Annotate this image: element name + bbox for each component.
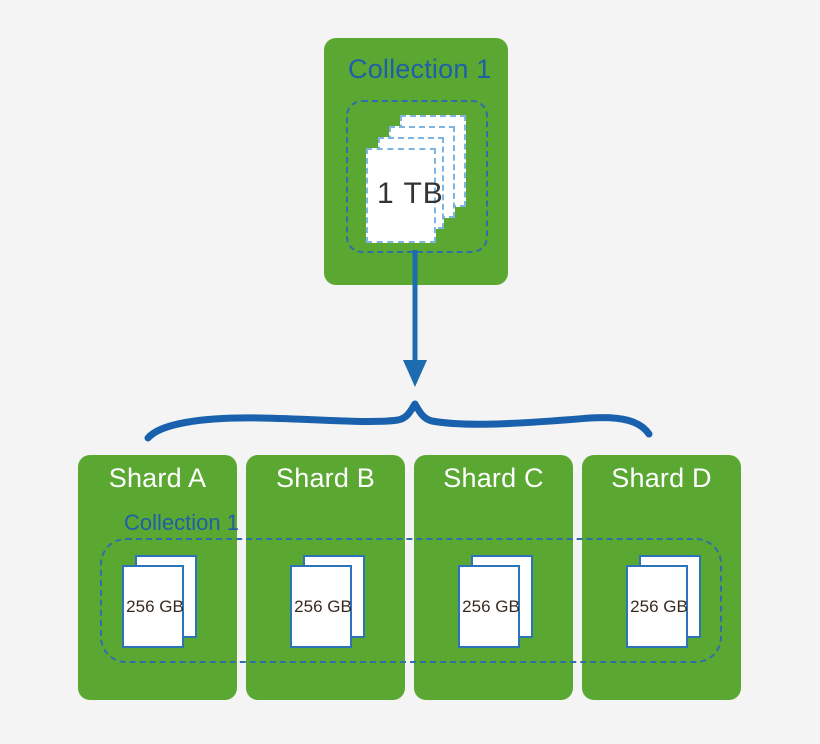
shard-title-a: Shard A bbox=[108, 463, 207, 493]
shard-b-size-label: 256 GB bbox=[294, 597, 352, 616]
shard-d-size-label: 256 GB bbox=[630, 597, 688, 616]
document-sheet-1 bbox=[366, 148, 436, 243]
shard-title-c: Shard C bbox=[443, 463, 544, 493]
shards-collection-boundary bbox=[100, 538, 722, 663]
shards-collection-label: Collection 1 bbox=[124, 510, 239, 535]
shard-b-document-front bbox=[290, 565, 352, 648]
source-size-label: 1 TB bbox=[377, 177, 444, 210]
curly-brace bbox=[144, 400, 653, 442]
shard-title-d: Shard D bbox=[611, 463, 712, 493]
shard-c-size-label: 256 GB bbox=[462, 597, 520, 616]
shard-c-document-front bbox=[458, 565, 520, 648]
shard-title-b: Shard B bbox=[276, 463, 375, 493]
split-arrow-head bbox=[403, 360, 427, 387]
shard-a-document-front bbox=[122, 565, 184, 648]
shard-d-document-front bbox=[626, 565, 688, 648]
shard-a-size-label: 256 GB bbox=[126, 597, 184, 616]
collection-title: Collection 1 bbox=[348, 54, 492, 84]
